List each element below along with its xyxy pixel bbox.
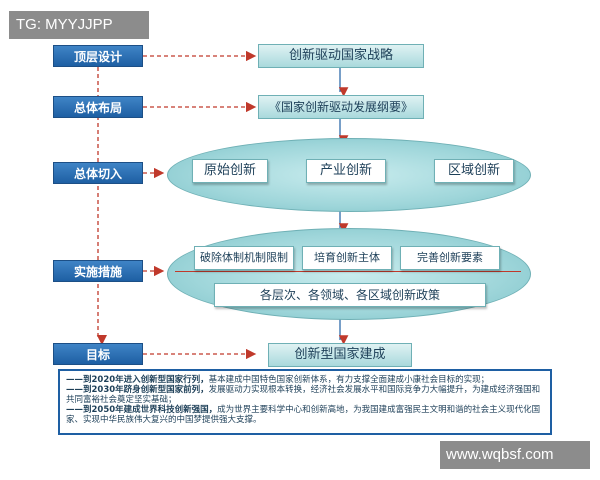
strategy-box: 创新驱动国家战略 (258, 44, 424, 68)
label-goal: 目标 (53, 343, 143, 365)
measures-divider (175, 271, 521, 272)
measure-item-elements: 完善创新要素 (400, 246, 500, 270)
measure-item-entities: 培育创新主体 (302, 246, 392, 270)
policy-box: 各层次、各领域、各区域创新政策 (214, 283, 486, 307)
label-top-design: 顶层设计 (53, 45, 143, 67)
outline-box: 《国家创新驱动发展纲要》 (258, 95, 424, 119)
entry-item-original: 原始创新 (192, 159, 268, 183)
watermark-bottom: www.wqbsf.com (440, 441, 590, 469)
goal-line-2030: ——到2030年跻身创新型国家前列，发展驱动力实现根本转换，经济社会发展水平和国… (66, 385, 541, 405)
label-measures: 实施措施 (53, 260, 143, 282)
watermark-top: TG: MYYJJPP (9, 11, 149, 39)
goal-line-2050: ——到2050年建成世界科技创新强国，成为世界主要科学中心和创新高地，为我国建成… (66, 405, 541, 425)
label-overall-layout: 总体布局 (53, 96, 143, 118)
label-overall-entry: 总体切入 (53, 162, 143, 184)
measure-item-institutional: 破除体制机制限制 (194, 246, 294, 270)
goal-description: ——到2020年进入创新型国家行列，基本建成中国特色国家创新体系，有力支撑全面建… (58, 369, 552, 435)
entry-item-regional: 区域创新 (434, 159, 514, 183)
entry-item-industry: 产业创新 (306, 159, 386, 183)
goal-line-2020: ——到2020年进入创新型国家行列，基本建成中国特色国家创新体系，有力支撑全面建… (66, 375, 490, 385)
goal-box: 创新型国家建成 (268, 343, 412, 367)
